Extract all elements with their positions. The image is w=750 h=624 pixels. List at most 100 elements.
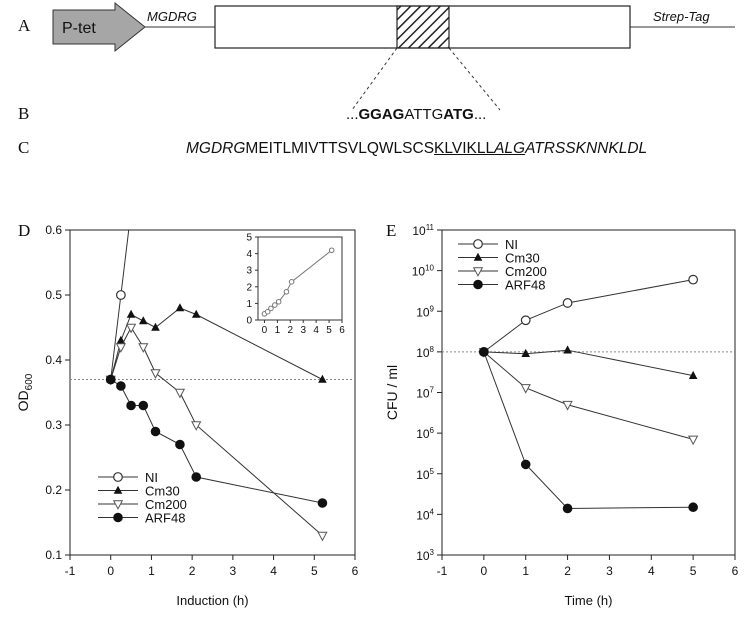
y-tick-label-d: 0.3 bbox=[45, 418, 62, 432]
legend-marker-cm30 bbox=[473, 252, 483, 261]
data-point-cm30 bbox=[138, 316, 148, 325]
legend-marker-arf48 bbox=[113, 512, 123, 523]
data-point-arf48 bbox=[175, 439, 185, 450]
y-tick-exponent-e: 4 bbox=[430, 507, 435, 516]
data-point-arf48 bbox=[562, 503, 573, 514]
inset-x-tick-label: 6 bbox=[339, 325, 345, 336]
y-tick-exponent-e: 5 bbox=[430, 467, 435, 476]
data-point-arf48 bbox=[138, 400, 149, 411]
y-tick-label-d: 0.4 bbox=[45, 353, 62, 367]
inset-data-point bbox=[275, 298, 282, 305]
data-point-cm200 bbox=[174, 388, 186, 399]
y-tick-label-e: 106 bbox=[416, 426, 434, 441]
seq-b-prefix: ... bbox=[346, 106, 359, 123]
inset-data-point bbox=[328, 247, 335, 254]
data-point-arf48 bbox=[116, 381, 126, 391]
inset-x-tick-label: 5 bbox=[326, 325, 332, 336]
x-tick-label-e: 4 bbox=[648, 564, 655, 578]
data-point-cm30 bbox=[521, 348, 531, 358]
seq-c-part1: MGDRG bbox=[186, 140, 246, 157]
y-tick-label-e: 105 bbox=[416, 467, 434, 482]
x-tick-label-d: 2 bbox=[189, 564, 196, 578]
data-point-cm200 bbox=[317, 531, 328, 542]
data-point-cm200 bbox=[138, 343, 149, 353]
y-tick-exponent-e: 6 bbox=[430, 426, 435, 435]
x-tick-label-d: 4 bbox=[270, 564, 277, 578]
inset-data-point bbox=[272, 302, 278, 308]
sequence-b: ...GGAGATTGATG... bbox=[346, 106, 486, 123]
panel-label-b: B bbox=[18, 104, 30, 123]
sequence-c: MGDRGMEITLMIVTTSVLQWLSCSKLVIKLLALGATRSSK… bbox=[186, 140, 647, 158]
legend-label-ni: NI bbox=[505, 237, 518, 252]
data-point-cm200 bbox=[688, 435, 699, 446]
data-point-cm30 bbox=[151, 322, 160, 331]
x-tick-label-e: 6 bbox=[732, 564, 739, 578]
y-tick-exponent-e: 8 bbox=[430, 345, 435, 354]
data-point-ni bbox=[520, 315, 531, 326]
data-point-cm30 bbox=[116, 335, 126, 344]
data-point-ni bbox=[562, 298, 573, 308]
inset-y-tick-label: 1 bbox=[246, 299, 252, 310]
data-point-arf48 bbox=[688, 502, 698, 513]
inset-y-tick-label: 3 bbox=[246, 266, 252, 277]
inset-data-point bbox=[283, 288, 290, 295]
inset-y-tick-label: 5 bbox=[246, 233, 252, 244]
inset-x-tick-label: 1 bbox=[275, 325, 281, 336]
legend-marker-arf48 bbox=[473, 279, 483, 290]
data-point-arf48 bbox=[191, 472, 202, 482]
legend-label-ni: NI bbox=[145, 470, 158, 485]
data-point-cm200 bbox=[562, 400, 573, 411]
data-point-ni bbox=[688, 274, 699, 285]
x-tick-label-e: 5 bbox=[690, 564, 697, 578]
y-tick-label-d: 0.6 bbox=[45, 223, 62, 237]
promoter-arrow bbox=[52, 1, 146, 53]
inset-x-tick-label: 4 bbox=[313, 325, 319, 336]
legend-marker-cm200 bbox=[472, 267, 484, 277]
promoter-label: P-tet bbox=[62, 20, 96, 37]
inset-y-tick-label: 2 bbox=[246, 282, 252, 293]
legend-label-arf48: ARF48 bbox=[505, 278, 545, 293]
y-tick-label-e: 1010 bbox=[412, 264, 435, 279]
data-point-cm30 bbox=[318, 374, 327, 383]
series-line-cm30 bbox=[110, 307, 323, 380]
x-tick-label-e: -1 bbox=[437, 564, 448, 578]
data-point-arf48 bbox=[317, 498, 328, 508]
strep-tag-label: Strep-Tag bbox=[653, 9, 710, 24]
x-tick-label-d: 5 bbox=[311, 564, 318, 578]
legend-marker-ni bbox=[113, 472, 123, 482]
data-point-cm30 bbox=[126, 309, 136, 318]
legend-label-arf48: ARF48 bbox=[145, 511, 185, 526]
x-tick-label-e: 3 bbox=[606, 564, 613, 578]
x-tick-label-e: 0 bbox=[481, 564, 488, 578]
seq-b-plain: ATTG bbox=[404, 106, 444, 123]
data-point-arf48 bbox=[105, 374, 116, 385]
zoom-line-right bbox=[448, 47, 501, 111]
y-tick-label-d: 0.5 bbox=[45, 288, 62, 302]
series-line-cm200 bbox=[483, 351, 694, 440]
data-point-arf48 bbox=[520, 459, 531, 470]
seq-c-part3: KLVIKLL bbox=[434, 140, 495, 157]
legend-label-cm30: Cm30 bbox=[145, 484, 180, 499]
seq-c-part4: ALG bbox=[494, 140, 526, 157]
y-tick-label-d: 0.2 bbox=[45, 483, 62, 497]
series-line-ni bbox=[483, 279, 694, 353]
panel-label-a: A bbox=[18, 16, 31, 35]
legend-label-cm200: Cm200 bbox=[505, 264, 547, 279]
legend-marker-ni bbox=[473, 239, 483, 249]
y-tick-label-e: 104 bbox=[416, 507, 434, 522]
y-tick-label-e: 107 bbox=[416, 386, 434, 401]
y-tick-label-d: 0.1 bbox=[45, 548, 62, 562]
data-point-cm30 bbox=[175, 303, 185, 312]
inset-data-point bbox=[288, 279, 295, 285]
mgdrg-label: MGDRG bbox=[147, 9, 197, 24]
inset-data-point bbox=[264, 308, 271, 315]
seq-b-bold2: ATG bbox=[443, 106, 474, 123]
data-point-cm30 bbox=[688, 370, 698, 379]
seq-c-underlined: KLVIKLLALG bbox=[434, 140, 525, 157]
inset-y-tick-label: 4 bbox=[246, 249, 252, 260]
x-tick-label-d: 6 bbox=[352, 564, 359, 578]
panel-label-c: C bbox=[18, 138, 30, 157]
data-point-cm30 bbox=[563, 345, 572, 354]
data-point-ni bbox=[115, 290, 126, 300]
